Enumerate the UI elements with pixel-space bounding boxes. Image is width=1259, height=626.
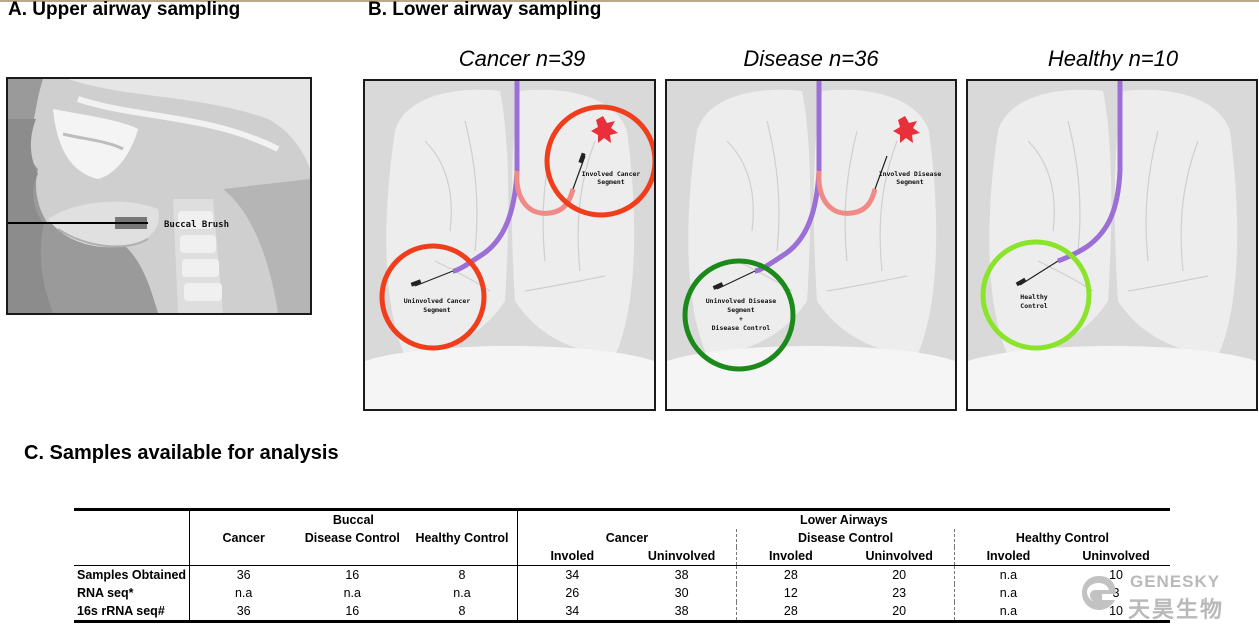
label-healthy-control-2: Control bbox=[1020, 302, 1047, 310]
samples-table: Buccal Lower Airways Cancer Disease Cont… bbox=[74, 508, 1170, 623]
label-involved-cancer-2: Segment bbox=[597, 178, 624, 186]
group-title-healthy: Healthy n=10 bbox=[1047, 46, 1179, 71]
table-cell: 20 bbox=[892, 568, 907, 582]
heading-samples: C. Samples available for analysis bbox=[24, 442, 339, 464]
lung-panel-cancer: Involved Cancer Segment Uninvolved Cance… bbox=[363, 79, 656, 411]
table-cell: 16 bbox=[297, 602, 408, 623]
label-uninvolved-disease-2: Segment bbox=[727, 306, 754, 314]
table-cell: 12 bbox=[736, 584, 845, 602]
table-cell: n.a bbox=[343, 586, 361, 600]
label-involved-disease-2: Segment bbox=[896, 178, 923, 186]
table-cell: n.a bbox=[953, 565, 1063, 584]
table-header-row-sub: Involed Uninvolved Involed Uninvolved In… bbox=[74, 547, 1170, 566]
header-buccal-healthy: Healthy Control bbox=[415, 531, 509, 545]
table-cell: 23 bbox=[892, 586, 907, 600]
upper-airway-image: Buccal Brush bbox=[6, 77, 312, 315]
table-cell: 36 bbox=[189, 565, 298, 584]
table-cell: 28 bbox=[736, 565, 845, 584]
table-cell: n.a bbox=[953, 602, 1063, 623]
sub-col-involved: Involed bbox=[953, 547, 1063, 566]
table-cell: n.a bbox=[953, 584, 1063, 602]
header-buccal: Buccal bbox=[189, 508, 518, 529]
table-cell: 36 bbox=[189, 602, 298, 623]
header-lower-cancer: Cancer bbox=[516, 529, 737, 547]
table-cell: 34 bbox=[516, 602, 627, 623]
header-lower-disease: Disease Control bbox=[736, 529, 955, 547]
table-cell: 8 bbox=[407, 602, 518, 623]
table-row: Samples Obtained 36 16 8 34 38 28 20 n.a… bbox=[74, 565, 1170, 584]
label-uninvolved-disease-4: Disease Control bbox=[712, 324, 771, 332]
header-buccal-disease: Disease Control bbox=[304, 531, 400, 545]
label-uninvolved-cancer-2: Segment bbox=[423, 306, 450, 314]
table-cell: 30 bbox=[674, 586, 689, 600]
group-title-cancer: Cancer n=39 bbox=[458, 46, 586, 71]
table-cell: 3 bbox=[1112, 586, 1120, 600]
buccal-brush-label: Buccal Brush bbox=[164, 220, 229, 230]
table-cell: 10 bbox=[1062, 602, 1170, 623]
table-header-row-groups: Buccal Lower Airways bbox=[74, 508, 1170, 529]
lung-panel-healthy: Healthy Control bbox=[966, 79, 1258, 411]
lung-panel-disease: Involved Disease Segment Uninvolved Dise… bbox=[665, 79, 957, 411]
header-lower-healthy: Healthy Control bbox=[953, 529, 1170, 547]
top-rule bbox=[0, 0, 1259, 2]
table-cell: 10 bbox=[1109, 568, 1123, 582]
watermark-text-en: GENESKY bbox=[1130, 572, 1221, 591]
heading-lower-airway: B. Lower airway sampling bbox=[368, 0, 602, 20]
label-involved-cancer-1: Involved Cancer bbox=[582, 170, 641, 178]
sub-col-involved: Involed bbox=[736, 547, 845, 566]
table-cell: 16 bbox=[345, 568, 360, 582]
table-cell: 38 bbox=[626, 602, 737, 623]
table-cell: 26 bbox=[516, 584, 627, 602]
label-uninvolved-disease-3: + bbox=[739, 315, 743, 323]
table-corner bbox=[74, 508, 190, 529]
table-cell: n.a bbox=[453, 586, 471, 600]
sub-col-involved: Involed bbox=[516, 547, 627, 566]
watermark-text-cn: 天昊生物 bbox=[1128, 598, 1225, 623]
header-lower-airways: Lower Airways bbox=[516, 508, 1170, 529]
row-label: RNA seq* bbox=[77, 586, 134, 600]
row-label: 16s rRNA seq# bbox=[74, 602, 190, 623]
sub-col-uninvolved: Uninvolved bbox=[1062, 547, 1170, 566]
genesky-watermark: GENESKY 天昊生物 bbox=[1078, 568, 1248, 624]
table-cell: 8 bbox=[458, 568, 466, 582]
table-cell: 20 bbox=[844, 602, 955, 623]
table-header-row-cols: Cancer Disease Control Healthy Control C… bbox=[74, 529, 1170, 547]
table-cell: 38 bbox=[674, 568, 689, 582]
label-uninvolved-disease-1: Uninvolved Disease bbox=[706, 297, 777, 305]
sub-col-uninvolved: Uninvolved bbox=[844, 547, 955, 566]
table-cell: 34 bbox=[516, 565, 627, 584]
row-label: Samples Obtained bbox=[77, 568, 187, 582]
heading-upper-airway: A. Upper airway sampling bbox=[8, 0, 241, 20]
label-involved-disease-1: Involved Disease bbox=[879, 170, 942, 178]
table-cell: 28 bbox=[736, 602, 845, 623]
sub-col-uninvolved: Uninvolved bbox=[626, 547, 737, 566]
table-row: 16s rRNA seq# 36 16 8 34 38 28 20 n.a 10 bbox=[74, 602, 1170, 623]
header-buccal-cancer: Cancer bbox=[189, 529, 298, 547]
table-row: RNA seq* n.a n.a n.a 26 30 12 23 n.a 3 bbox=[74, 584, 1170, 602]
genesky-logo-icon bbox=[1082, 576, 1116, 610]
label-uninvolved-cancer-1: Uninvolved Cancer bbox=[404, 297, 471, 305]
label-healthy-control-1: Healthy bbox=[1020, 293, 1047, 301]
table-cell: n.a bbox=[189, 584, 298, 602]
group-title-disease: Disease n=36 bbox=[743, 46, 879, 71]
